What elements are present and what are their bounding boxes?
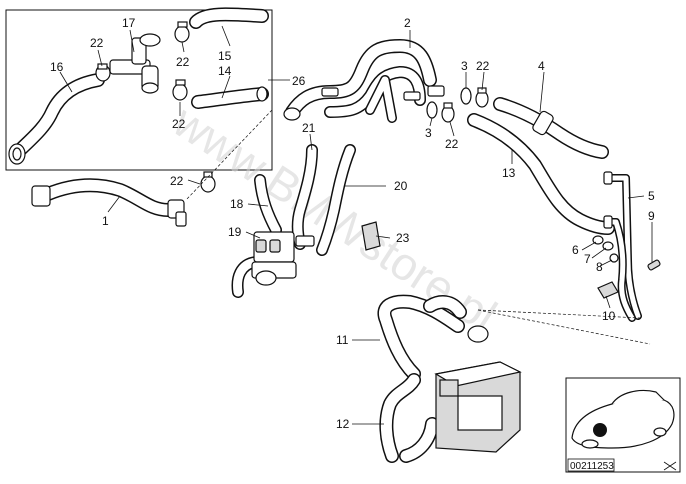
corner-mark xyxy=(663,461,677,471)
hose-4 xyxy=(493,97,609,159)
part-number-labels: 16 17 22 22 15 14 26 22 2 3 22 4 3 22 21… xyxy=(50,16,655,431)
label-4: 4 xyxy=(538,59,545,73)
hose-clamp-3b xyxy=(426,101,438,119)
label-22: 22 xyxy=(445,137,459,151)
dashed-leader xyxy=(185,109,273,201)
label-10: 10 xyxy=(602,309,616,323)
hose-14 xyxy=(191,86,269,109)
label-12: 12 xyxy=(336,417,350,431)
label-1: 1 xyxy=(102,214,109,228)
label-22: 22 xyxy=(90,36,104,50)
label-13: 13 xyxy=(502,166,516,180)
hose-clamp-3a xyxy=(460,87,472,105)
label-16: 16 xyxy=(50,60,64,74)
car-location-inset: 00211253 xyxy=(565,377,681,473)
hose-1 xyxy=(31,178,187,227)
hose-11 xyxy=(377,294,489,381)
hose-20 xyxy=(316,144,356,256)
hose-clamp-22f xyxy=(200,171,216,193)
hose-clamp-22b xyxy=(174,21,190,43)
label-22: 22 xyxy=(172,117,186,131)
label-3: 3 xyxy=(461,59,468,73)
hose-16 xyxy=(8,73,105,165)
label-19: 19 xyxy=(228,225,242,239)
bracket-10 xyxy=(597,281,619,299)
label-8: 8 xyxy=(596,260,603,274)
hose-2 xyxy=(283,39,445,123)
label-7: 7 xyxy=(584,252,591,266)
label-11: 11 xyxy=(336,333,349,347)
reference-number: 00211253 xyxy=(570,461,614,472)
label-18: 18 xyxy=(230,197,244,211)
dashed-leader xyxy=(477,309,651,345)
inset-frame xyxy=(5,9,273,171)
label-22: 22 xyxy=(176,55,190,69)
label-26: 26 xyxy=(292,74,306,88)
water-valve-19 xyxy=(251,231,315,286)
hose-clamp-22c xyxy=(172,79,188,101)
label-3: 3 xyxy=(425,126,432,140)
dashed-leader xyxy=(477,309,641,319)
pipe-5 xyxy=(603,171,642,322)
hose-12 xyxy=(379,373,439,463)
label-23: 23 xyxy=(396,231,410,245)
label-6: 6 xyxy=(572,243,579,257)
label-9: 9 xyxy=(648,209,655,223)
auxiliary-heater xyxy=(434,361,522,453)
hose-clamp-22e xyxy=(441,102,455,123)
hose-13 xyxy=(467,113,615,235)
label-2: 2 xyxy=(404,16,411,30)
label-17: 17 xyxy=(122,16,136,30)
hose-15 xyxy=(189,7,269,29)
hose-clamp-22a xyxy=(95,63,111,82)
label-20: 20 xyxy=(394,179,408,193)
label-15: 15 xyxy=(218,49,232,63)
bracket-23 xyxy=(361,221,381,251)
leader-lines xyxy=(59,25,653,425)
label-14: 14 xyxy=(218,64,232,78)
t-connector-17 xyxy=(109,33,161,94)
label-21: 21 xyxy=(302,121,316,135)
label-22: 22 xyxy=(476,59,490,73)
label-5: 5 xyxy=(648,189,655,203)
hose-clamp-22d xyxy=(475,87,489,108)
label-22: 22 xyxy=(170,174,184,188)
screw-9 xyxy=(647,259,661,271)
